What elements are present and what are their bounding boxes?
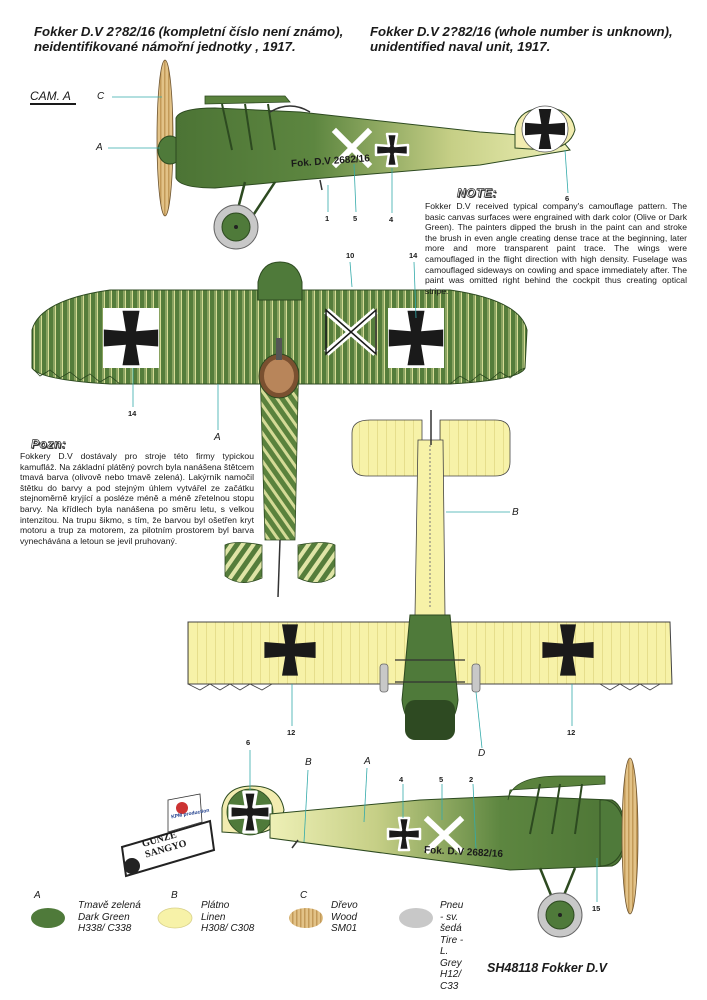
header-cz: Fokker D.V 2?82/16 (kompletní číslo není… [34, 24, 343, 54]
legend-0-cz: Tmavě zelená [78, 900, 141, 911]
legend-1-letter: B [171, 890, 178, 901]
callout-top-A: A [96, 142, 103, 153]
legend-0-letter: A [34, 890, 41, 901]
legend-3-en: Tire - L. Grey [440, 934, 464, 969]
callout-lower-B: B [512, 507, 519, 518]
callout-lower-12a: 12 [287, 728, 296, 737]
fuselage-side-top [175, 107, 571, 189]
callout-upper-14a: 14 [409, 251, 418, 260]
legend-0-en: Dark Green [78, 911, 130, 923]
note-en-title: NOTE: [457, 186, 497, 201]
side-view-bottom [221, 750, 639, 938]
legend-1-en: Linen [201, 911, 226, 923]
footer-title: SH48118 Fokker D.V [487, 961, 607, 975]
legend-3-code: H12/ C33 [440, 969, 462, 992]
cam-underline [30, 103, 76, 105]
callout-upper-A: A [214, 432, 221, 443]
cam-label: CAM. A [30, 89, 71, 103]
lower-plan-view [187, 410, 673, 749]
legend-0-text: Tmavě zelená Dark Green H338/ C338 [78, 900, 141, 935]
legend-0-code: H338/ C338 [78, 923, 132, 934]
callout-bottom-B: B [305, 757, 312, 768]
callout-bottom-A: A [364, 756, 371, 767]
callout-top-4: 4 [389, 215, 394, 224]
callout-bottom-2: 2 [469, 775, 474, 784]
legend-2-en: Wood [331, 911, 358, 923]
legend-2-text: Dřevo Wood SM01 [331, 900, 358, 935]
legend-3-cz: Pneu - sv. šedá [440, 900, 464, 934]
header-en-line2: unidentified naval unit, 1917. [370, 39, 551, 54]
upper-plan-view [31, 261, 528, 598]
legend-1-cz: Plátno [201, 900, 230, 911]
callout-top-5: 5 [353, 214, 358, 223]
legend-1-code: H308/ C308 [201, 923, 255, 934]
propeller-side-bottom [621, 757, 639, 915]
legend-2-cz: Dřevo [331, 900, 358, 911]
header-en: Fokker D.V 2?82/16 (whole number is unkn… [370, 24, 673, 54]
legend-1-text: Plátno Linen H308/ C308 [201, 900, 254, 935]
header-en-line1: Fokker D.V 2?82/16 (whole number is unkn… [370, 24, 673, 39]
legend-2-code: SM01 [331, 923, 358, 934]
legend-3-text: Pneu - sv. šedá Tire - L. Grey H12/ C33 [440, 900, 463, 992]
header-cz-line1: Fokker D.V 2?82/16 (kompletní číslo není… [34, 24, 344, 39]
callout-upper-10: 10 [346, 251, 355, 260]
side-view-top [108, 59, 576, 250]
callout-top-1: 1 [325, 214, 330, 223]
note-en-text: Fokker D.V received typical company's ca… [425, 201, 687, 296]
callout-top-6: 6 [565, 194, 570, 203]
callout-bottom-6: 6 [246, 738, 251, 747]
callout-bottom-15: 15 [592, 904, 601, 913]
legend-swatches [31, 907, 433, 929]
note-cz-text: Fokkery D.V dostávaly pro stroje této fi… [20, 451, 254, 546]
callout-top-C: C [97, 91, 105, 102]
callout-lower-D: D [478, 748, 486, 759]
logos [120, 793, 216, 878]
callout-lower-12b: 12 [567, 728, 576, 737]
header-cz-line2: neidentifikované námořní jednotky , 1917… [34, 39, 296, 54]
legend-2-letter: C [300, 890, 308, 901]
note-cz-title: Pozn: [31, 437, 67, 452]
callout-upper-14b: 14 [128, 409, 137, 418]
color-legend: A Tmavě zelená Dark Green H338/ C338 B P… [26, 890, 463, 992]
callout-bottom-4: 4 [399, 775, 404, 784]
callout-bottom-5: 5 [439, 775, 444, 784]
